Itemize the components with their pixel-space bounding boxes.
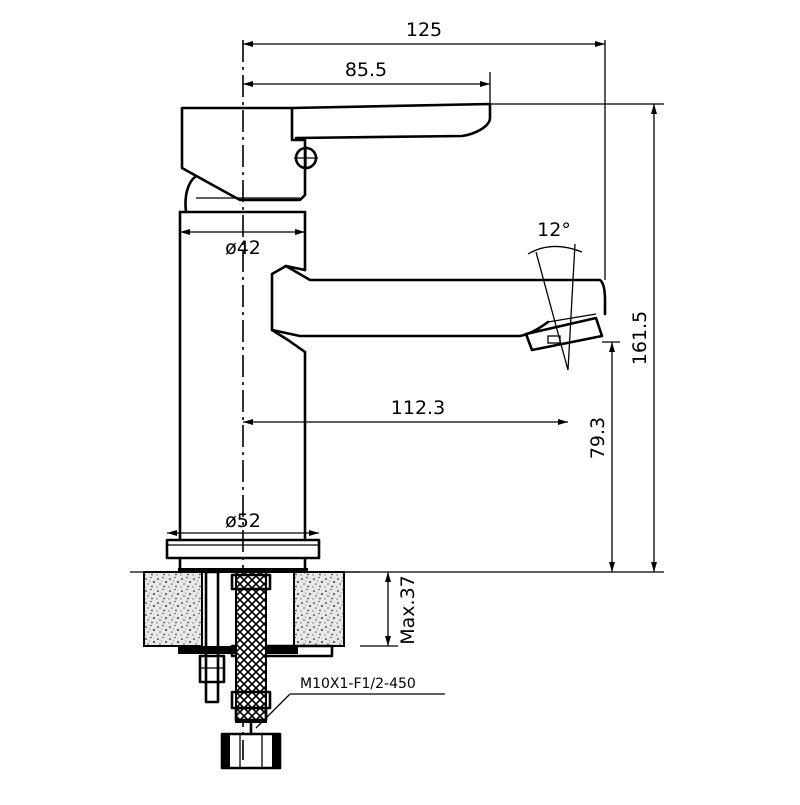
dim-overall-width: 125 <box>243 19 606 280</box>
handle-reach-label: 85.5 <box>345 59 387 81</box>
hose-nut-icon <box>220 732 282 770</box>
overall-width-label: 125 <box>406 19 442 41</box>
faucet-spout <box>270 264 607 354</box>
dim-spout-height: 79.3 <box>587 341 620 572</box>
dim-overall-height: 161.5 <box>344 103 664 573</box>
flex-hose <box>220 571 282 770</box>
spout-height-label: 79.3 <box>587 417 609 459</box>
dim-spout-angle: 12° <box>527 219 583 371</box>
faucet-handle <box>180 102 492 202</box>
spout-angle-label: 12° <box>537 219 571 241</box>
base-diameter-label: ø52 <box>225 510 261 532</box>
overall-height-label: 161.5 <box>629 311 651 365</box>
spout-reach-label: 112.3 <box>391 397 445 419</box>
deck-thickness-label: Max.37 <box>397 575 419 645</box>
dim-spout-reach: 112.3 <box>243 397 568 425</box>
hose-spec-label: M10X1-F1/2-450 <box>300 676 416 692</box>
body-diameter-label: ø42 <box>225 237 261 259</box>
hose-spec-callout: M10X1-F1/2-450 <box>255 676 445 729</box>
dim-body-diameter: ø42 <box>180 229 305 259</box>
countertop <box>130 571 360 647</box>
dim-deck-thickness: Max.37 <box>360 572 419 647</box>
handle-pivot-icon <box>294 146 318 170</box>
dim-handle-reach: 85.5 <box>243 59 491 104</box>
dim-base-diameter: ø52 <box>167 510 319 536</box>
